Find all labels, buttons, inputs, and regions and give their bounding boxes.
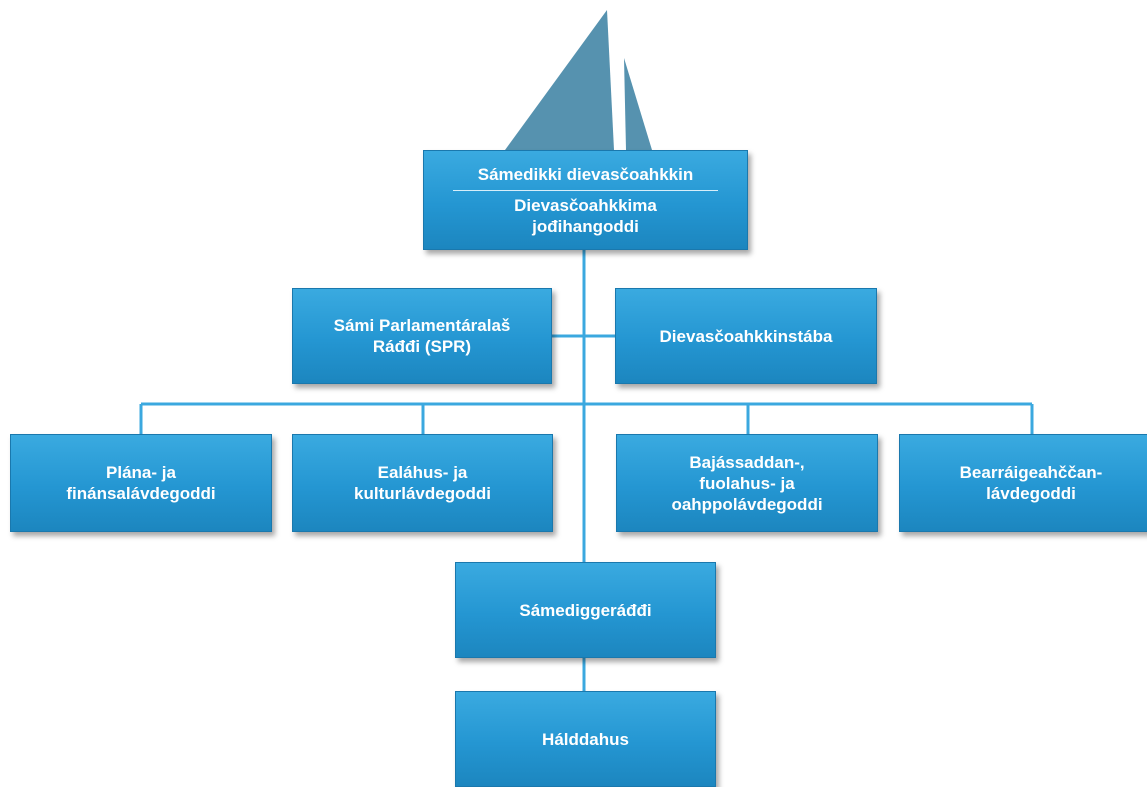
committee-3-line3: oahppolávdegoddi	[671, 494, 823, 514]
plenary-subtitle-line2: jođihangoddi	[532, 216, 639, 236]
spr-line1: Sámi Parlamentáralaš	[333, 316, 511, 335]
sami-council-box[interactable]: Sámediggeráđđi	[455, 562, 716, 658]
sail-large	[505, 10, 614, 150]
committee-3-line2: fuolahus- ja	[699, 473, 795, 493]
committee-2-line1: Ealáhus- ja	[377, 463, 468, 482]
committee-2-line2: kulturlávdegoddi	[354, 484, 491, 503]
sami-council-label: Sámediggeráđđi	[519, 600, 652, 620]
plenary-subtitle-line1: Dievasčoahkkima	[514, 195, 657, 215]
committee-3-line1: Bajássaddan-,	[689, 452, 805, 472]
plenary-box[interactable]: Sámedikki dievasčoahkkin Dievasčoahkkima…	[423, 150, 748, 250]
committee-box-plan-finance[interactable]: Plána- ja finánsalávdegoddi	[10, 434, 272, 532]
committee-box-upbringing-education[interactable]: Bajássaddan-, fuolahus- ja oahppolávdego…	[616, 434, 878, 532]
plenary-title: Sámedikki dievasčoahkkin	[477, 164, 694, 184]
committee-4-line2: lávdegoddi	[986, 484, 1076, 503]
sail-small	[624, 58, 652, 150]
committee-4-line1: Bearráigeahččan-	[959, 463, 1103, 482]
committee-1-line2: finánsalávdegoddi	[66, 484, 216, 503]
administration-box[interactable]: Hálddahus	[455, 691, 716, 787]
plenary-staff-box[interactable]: Dievasčoahkkinstába	[615, 288, 877, 384]
plenary-staff-label: Dievasčoahkkinstába	[659, 326, 833, 346]
administration-label: Hálddahus	[542, 729, 629, 749]
committee-1-line1: Plána- ja	[106, 463, 176, 482]
spr-box[interactable]: Sámi Parlamentáralaš Ráđđi (SPR)	[292, 288, 552, 384]
committee-box-business-culture[interactable]: Ealáhus- ja kulturlávdegoddi	[292, 434, 553, 532]
plenary-divider	[453, 189, 718, 191]
spr-line2: Ráđđi (SPR)	[372, 337, 472, 356]
committee-box-control[interactable]: Bearráigeahččan- lávdegoddi	[899, 434, 1147, 532]
